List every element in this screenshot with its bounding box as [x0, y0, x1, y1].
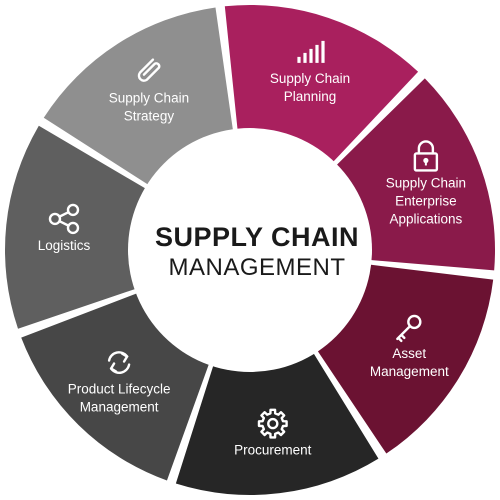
segment-logistics: Logistics [4, 125, 149, 329]
segment-label-line: Logistics [38, 238, 91, 253]
segment-shape [334, 78, 496, 271]
segment-label-line: Management [370, 364, 449, 379]
center-title: SUPPLY CHAIN [155, 222, 359, 252]
segment-shape [315, 264, 494, 454]
padlock-icon [413, 140, 439, 172]
segment-label-line: Asset [392, 346, 426, 361]
segment-label-line: Strategy [124, 109, 175, 124]
segment-label-line: Supply Chain [270, 71, 350, 86]
refresh-icon [107, 351, 131, 374]
gear-icon [257, 408, 288, 439]
segment-label-line: Applications [389, 211, 462, 226]
segment-shape [21, 292, 211, 481]
segment-procurement: Procurement [175, 350, 379, 495]
segment-shape [4, 125, 149, 329]
segment-label-line: Product Lifecycle [68, 382, 171, 397]
segment-shape [43, 7, 234, 187]
bar-chart-icon [297, 40, 325, 63]
key-icon [396, 314, 422, 343]
paperclip-icon [137, 58, 161, 82]
segment-label-line: Management [80, 400, 159, 415]
segment-label-line: Procurement [234, 443, 312, 458]
segment-shape [224, 5, 419, 165]
segment-label-line: Planning [284, 89, 337, 104]
segment-label-line: Supply Chain [109, 91, 189, 106]
center-circle [128, 128, 372, 372]
share-icon [48, 203, 80, 235]
center-subtitle: MANAGEMENT [168, 254, 345, 281]
segment-label-line: Supply Chain [386, 175, 466, 190]
segment-label-line: Enterprise [395, 193, 457, 208]
